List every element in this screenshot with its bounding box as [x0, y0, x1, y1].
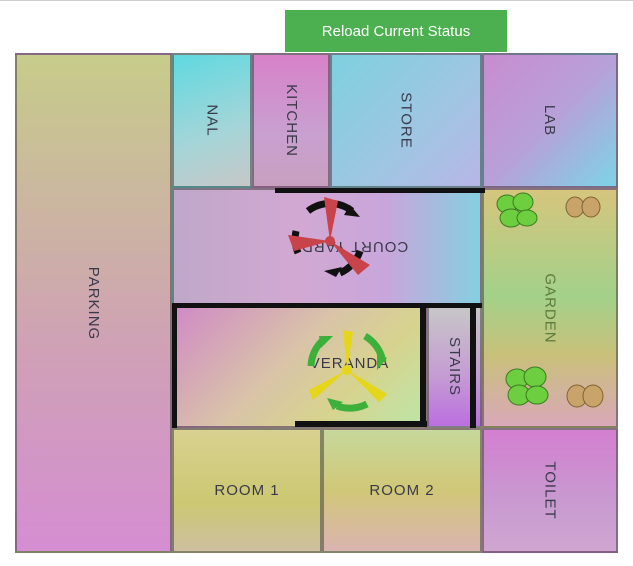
room-label-lab: LAB [541, 104, 559, 137]
room-label-toilet: TOILET [541, 461, 559, 520]
floor-plan: PARKING NAL KITCHEN STORE LAB COURT YARD… [15, 53, 618, 553]
room-room1[interactable]: ROOM 1 [172, 428, 322, 553]
room-label-room1: ROOM 1 [214, 482, 280, 499]
plant-icon [496, 192, 538, 228]
room-nal[interactable]: NAL [172, 53, 252, 188]
room-label-garden: GARDEN [541, 272, 559, 344]
wall [275, 188, 485, 193]
room-label-store: STORE [397, 92, 415, 149]
plant-icon [505, 366, 549, 406]
room-label-veranda: VERANDA [309, 355, 390, 372]
reload-status-button[interactable]: Reload Current Status [285, 10, 507, 52]
wall [172, 303, 177, 428]
top-divider [0, 0, 633, 1]
room-label-kitchen: KITCHEN [282, 84, 300, 157]
room-toilet[interactable]: TOILET [482, 428, 618, 553]
plant-icon [565, 196, 601, 218]
room-store[interactable]: STORE [330, 53, 482, 188]
room-label-nal: NAL [203, 104, 221, 137]
room-parking[interactable]: PARKING [15, 53, 172, 553]
room-veranda[interactable]: VERANDA [172, 305, 427, 428]
room-label-stairs: STAIRS [446, 336, 464, 397]
room-label-parking: PARKING [85, 266, 102, 340]
room-label-room2: ROOM 2 [369, 482, 435, 499]
room-kitchen[interactable]: KITCHEN [252, 53, 330, 188]
veranda-fan-icon[interactable] [297, 315, 407, 420]
room-lab[interactable]: LAB [482, 53, 618, 188]
wall [295, 421, 427, 427]
courtyard-fan-icon[interactable] [275, 191, 385, 291]
room-room2[interactable]: ROOM 2 [322, 428, 482, 553]
wall [172, 303, 482, 308]
plant-icon [566, 384, 604, 408]
wall [420, 303, 426, 427]
wall [470, 303, 476, 428]
